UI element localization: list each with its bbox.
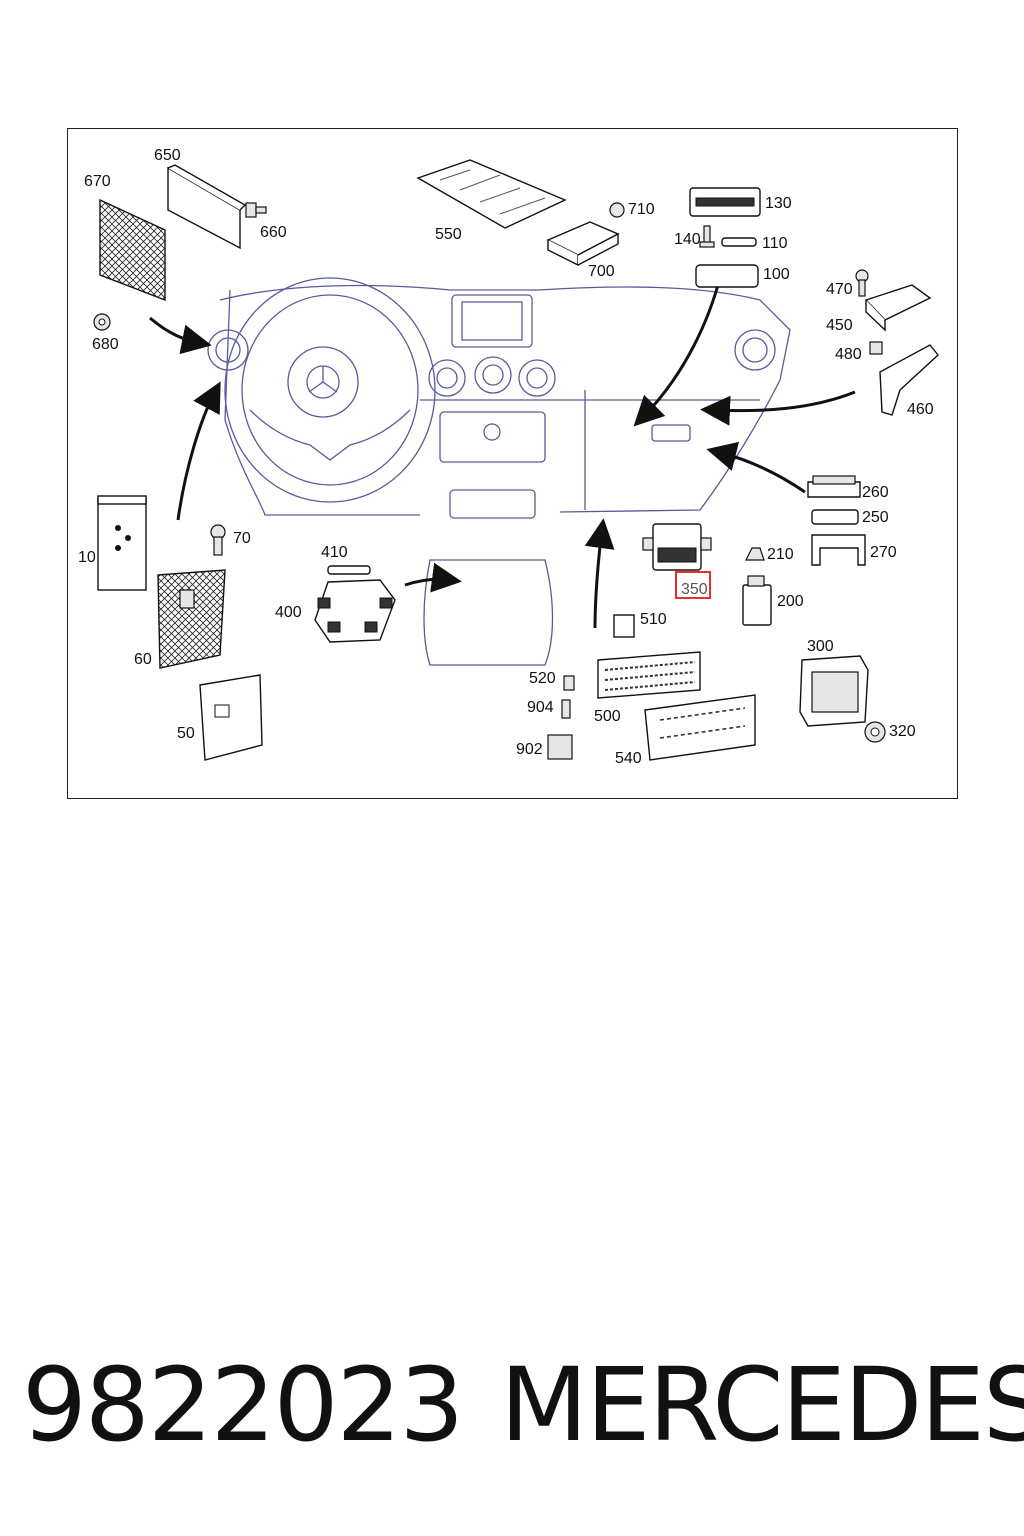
callout-70: 70	[233, 530, 251, 547]
radio-panel	[439, 411, 546, 463]
callout-250: 250	[862, 509, 889, 526]
callout-410: 410	[321, 544, 348, 561]
callout-902: 902	[516, 741, 543, 758]
callout-10: 10	[78, 549, 96, 566]
callout-650: 650	[154, 147, 181, 164]
part-140-screw-icon	[699, 225, 715, 248]
diagram-frame	[67, 128, 958, 799]
callout-140: 140	[674, 231, 701, 248]
part-110	[721, 237, 757, 247]
callout-400: 400	[275, 604, 302, 621]
part-650	[167, 164, 247, 250]
callout-470: 470	[826, 281, 853, 298]
callout-710: 710	[628, 201, 655, 218]
callout-350: 350	[681, 581, 708, 598]
callout-700: 700	[588, 263, 615, 280]
part-10	[97, 495, 147, 591]
part-210-nut-icon	[745, 547, 765, 561]
part-200	[742, 575, 772, 626]
callout-labels: 650 670 660 680 550 710 700 130 140 110 …	[78, 147, 934, 767]
part-50	[199, 674, 263, 761]
callout-540: 540	[615, 750, 642, 767]
part-540	[644, 694, 756, 761]
steering-wheel	[224, 277, 436, 503]
part-300	[799, 655, 869, 727]
connector-arrows	[149, 284, 856, 629]
part-470-screw-icon	[855, 269, 869, 297]
callout-270: 270	[870, 544, 897, 561]
callout-550: 550	[435, 226, 462, 243]
part-number: 9822023	[22, 1346, 464, 1465]
glovebox-handle	[651, 424, 691, 442]
part-350	[642, 523, 712, 571]
part-710-nut-icon	[609, 202, 625, 218]
air-vents	[207, 329, 776, 397]
part-100	[695, 264, 759, 288]
part-70-screw-icon	[210, 524, 226, 556]
callout-320: 320	[889, 723, 916, 740]
parts-diagram: 650 670 660 680 550 710 700 130 140 110 …	[78, 147, 939, 767]
part-500	[597, 651, 701, 699]
part-320-grommet-icon	[864, 721, 886, 743]
part-660-screw-icon	[245, 202, 267, 218]
part-60	[157, 569, 226, 669]
callout-50: 50	[177, 725, 195, 742]
part-480-clip-icon	[869, 341, 883, 355]
callout-260: 260	[862, 484, 889, 501]
callout-680: 680	[92, 336, 119, 353]
part-270	[811, 534, 866, 566]
part-904-fuse-icon	[561, 699, 571, 719]
callout-100: 100	[763, 266, 790, 283]
part-250	[811, 509, 859, 525]
callout-670: 670	[84, 173, 111, 190]
part-550	[416, 159, 567, 229]
callout-200: 200	[777, 593, 804, 610]
center-display	[451, 294, 533, 348]
part-670	[99, 198, 166, 302]
part-520-fuse-icon	[563, 675, 575, 691]
callout-450: 450	[826, 317, 853, 334]
callout-60: 60	[134, 651, 152, 668]
callout-110: 110	[762, 235, 788, 252]
callout-130: 130	[765, 195, 792, 212]
brand-name: MERCEDES	[500, 1346, 1024, 1465]
mercedes-star-icon	[287, 346, 359, 418]
part-700	[546, 221, 620, 267]
part-902-connector-icon	[547, 734, 573, 760]
part-400	[314, 579, 396, 643]
part-680-nut-icon	[93, 313, 111, 331]
callout-480: 480	[835, 346, 862, 363]
highlight-box-350	[675, 571, 711, 599]
part-410	[327, 565, 371, 575]
center-console	[423, 559, 554, 666]
part-130	[689, 187, 761, 217]
callout-500: 500	[594, 708, 621, 725]
part-450	[864, 284, 932, 332]
callout-660: 660	[260, 224, 287, 241]
callout-520: 520	[529, 670, 556, 687]
callout-460: 460	[907, 401, 934, 418]
callout-904: 904	[527, 699, 554, 716]
part-510-relay-icon	[613, 614, 635, 638]
part-460	[879, 344, 939, 416]
callout-210: 210	[767, 546, 794, 563]
part-260	[807, 475, 861, 498]
callout-300: 300	[807, 638, 834, 655]
callout-510: 510	[640, 611, 667, 628]
